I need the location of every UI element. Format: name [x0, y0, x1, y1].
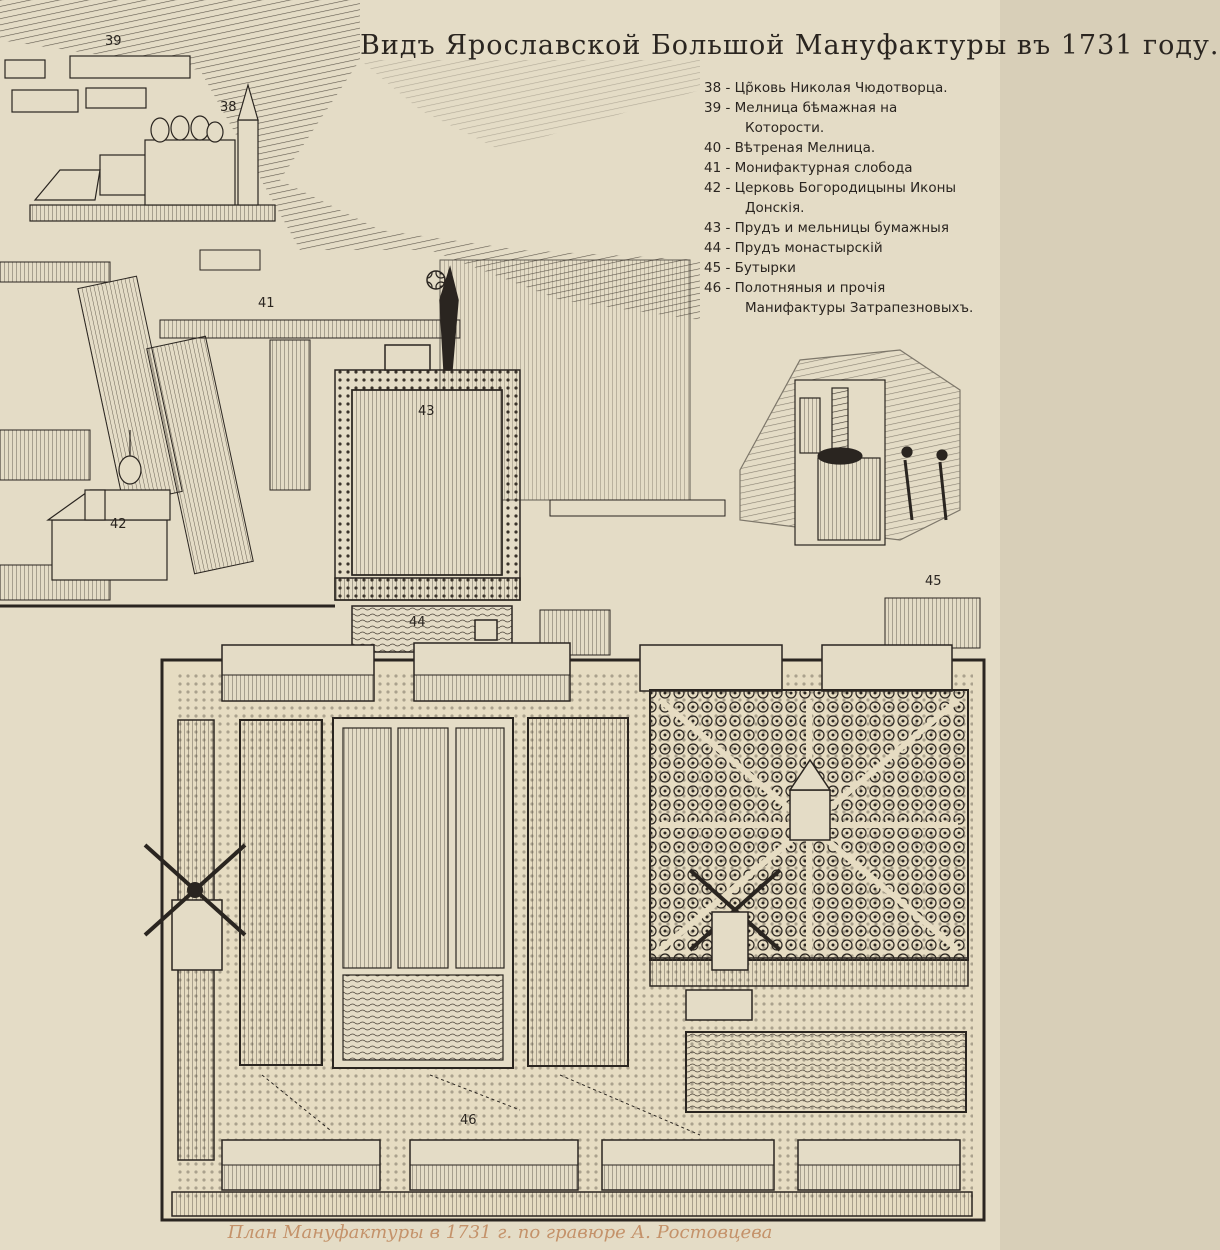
legend-item-39: 39 - Мелница бѣмажная на	[704, 100, 898, 116]
legend-item-39-cont: Которости.	[745, 120, 825, 136]
map-label-45: 45	[925, 574, 942, 589]
church-42	[0, 430, 335, 608]
butyrki-45	[539, 597, 981, 656]
caption: План Мануфактуры в 1731 г. по гравюре А.…	[227, 1222, 773, 1243]
map-label-38: 38	[220, 100, 237, 115]
map-label-44: 44	[409, 615, 426, 630]
legend-item-42: 42 - Церковь Богородицыны Иконы	[704, 180, 957, 196]
windmill-40-garden	[688, 868, 782, 971]
map-label-43: 43	[418, 404, 435, 419]
legend-item-44: 44 - Прудъ монастырскій	[704, 240, 883, 256]
map-title: Видъ Ярославской Большой Мануфактуры въ …	[360, 30, 1220, 61]
manufactory-46-enclosure	[143, 642, 986, 1222]
map-label-46: 46	[460, 1113, 477, 1128]
legend-item-46: 46 - Полотняныя и прочія	[704, 280, 886, 296]
map-label-39: 39	[105, 34, 122, 49]
legend-item-45: 45 - Бутырки	[704, 260, 796, 276]
legend-item-40: 40 - Вѣтреная Мелница.	[704, 140, 876, 156]
map-label-41: 41	[258, 296, 275, 311]
legend-item-41: 41 - Монифактурная слобода	[704, 160, 913, 176]
manufactory-plan-engraving	[0, 0, 986, 1222]
windmill-40-left	[143, 843, 247, 937]
legend-item-43: 43 - Прудъ и мельницы бумажныя	[704, 220, 949, 236]
map-label-42: 42	[110, 517, 127, 532]
paper-press-inset	[739, 349, 961, 546]
legend-item-42-cont: Донскія.	[745, 200, 805, 216]
legend: 38 - Цр̃ковь Николая Чюдотворца. 39 - Ме…	[704, 78, 1004, 318]
church-38-complex	[4, 55, 276, 222]
pond-43	[334, 265, 521, 601]
legend-item-46-cont: Манифактуры Затрапезновыхъ.	[745, 300, 974, 316]
legend-item-38: 38 - Цр̃ковь Николая Чюдотворца.	[704, 80, 948, 96]
